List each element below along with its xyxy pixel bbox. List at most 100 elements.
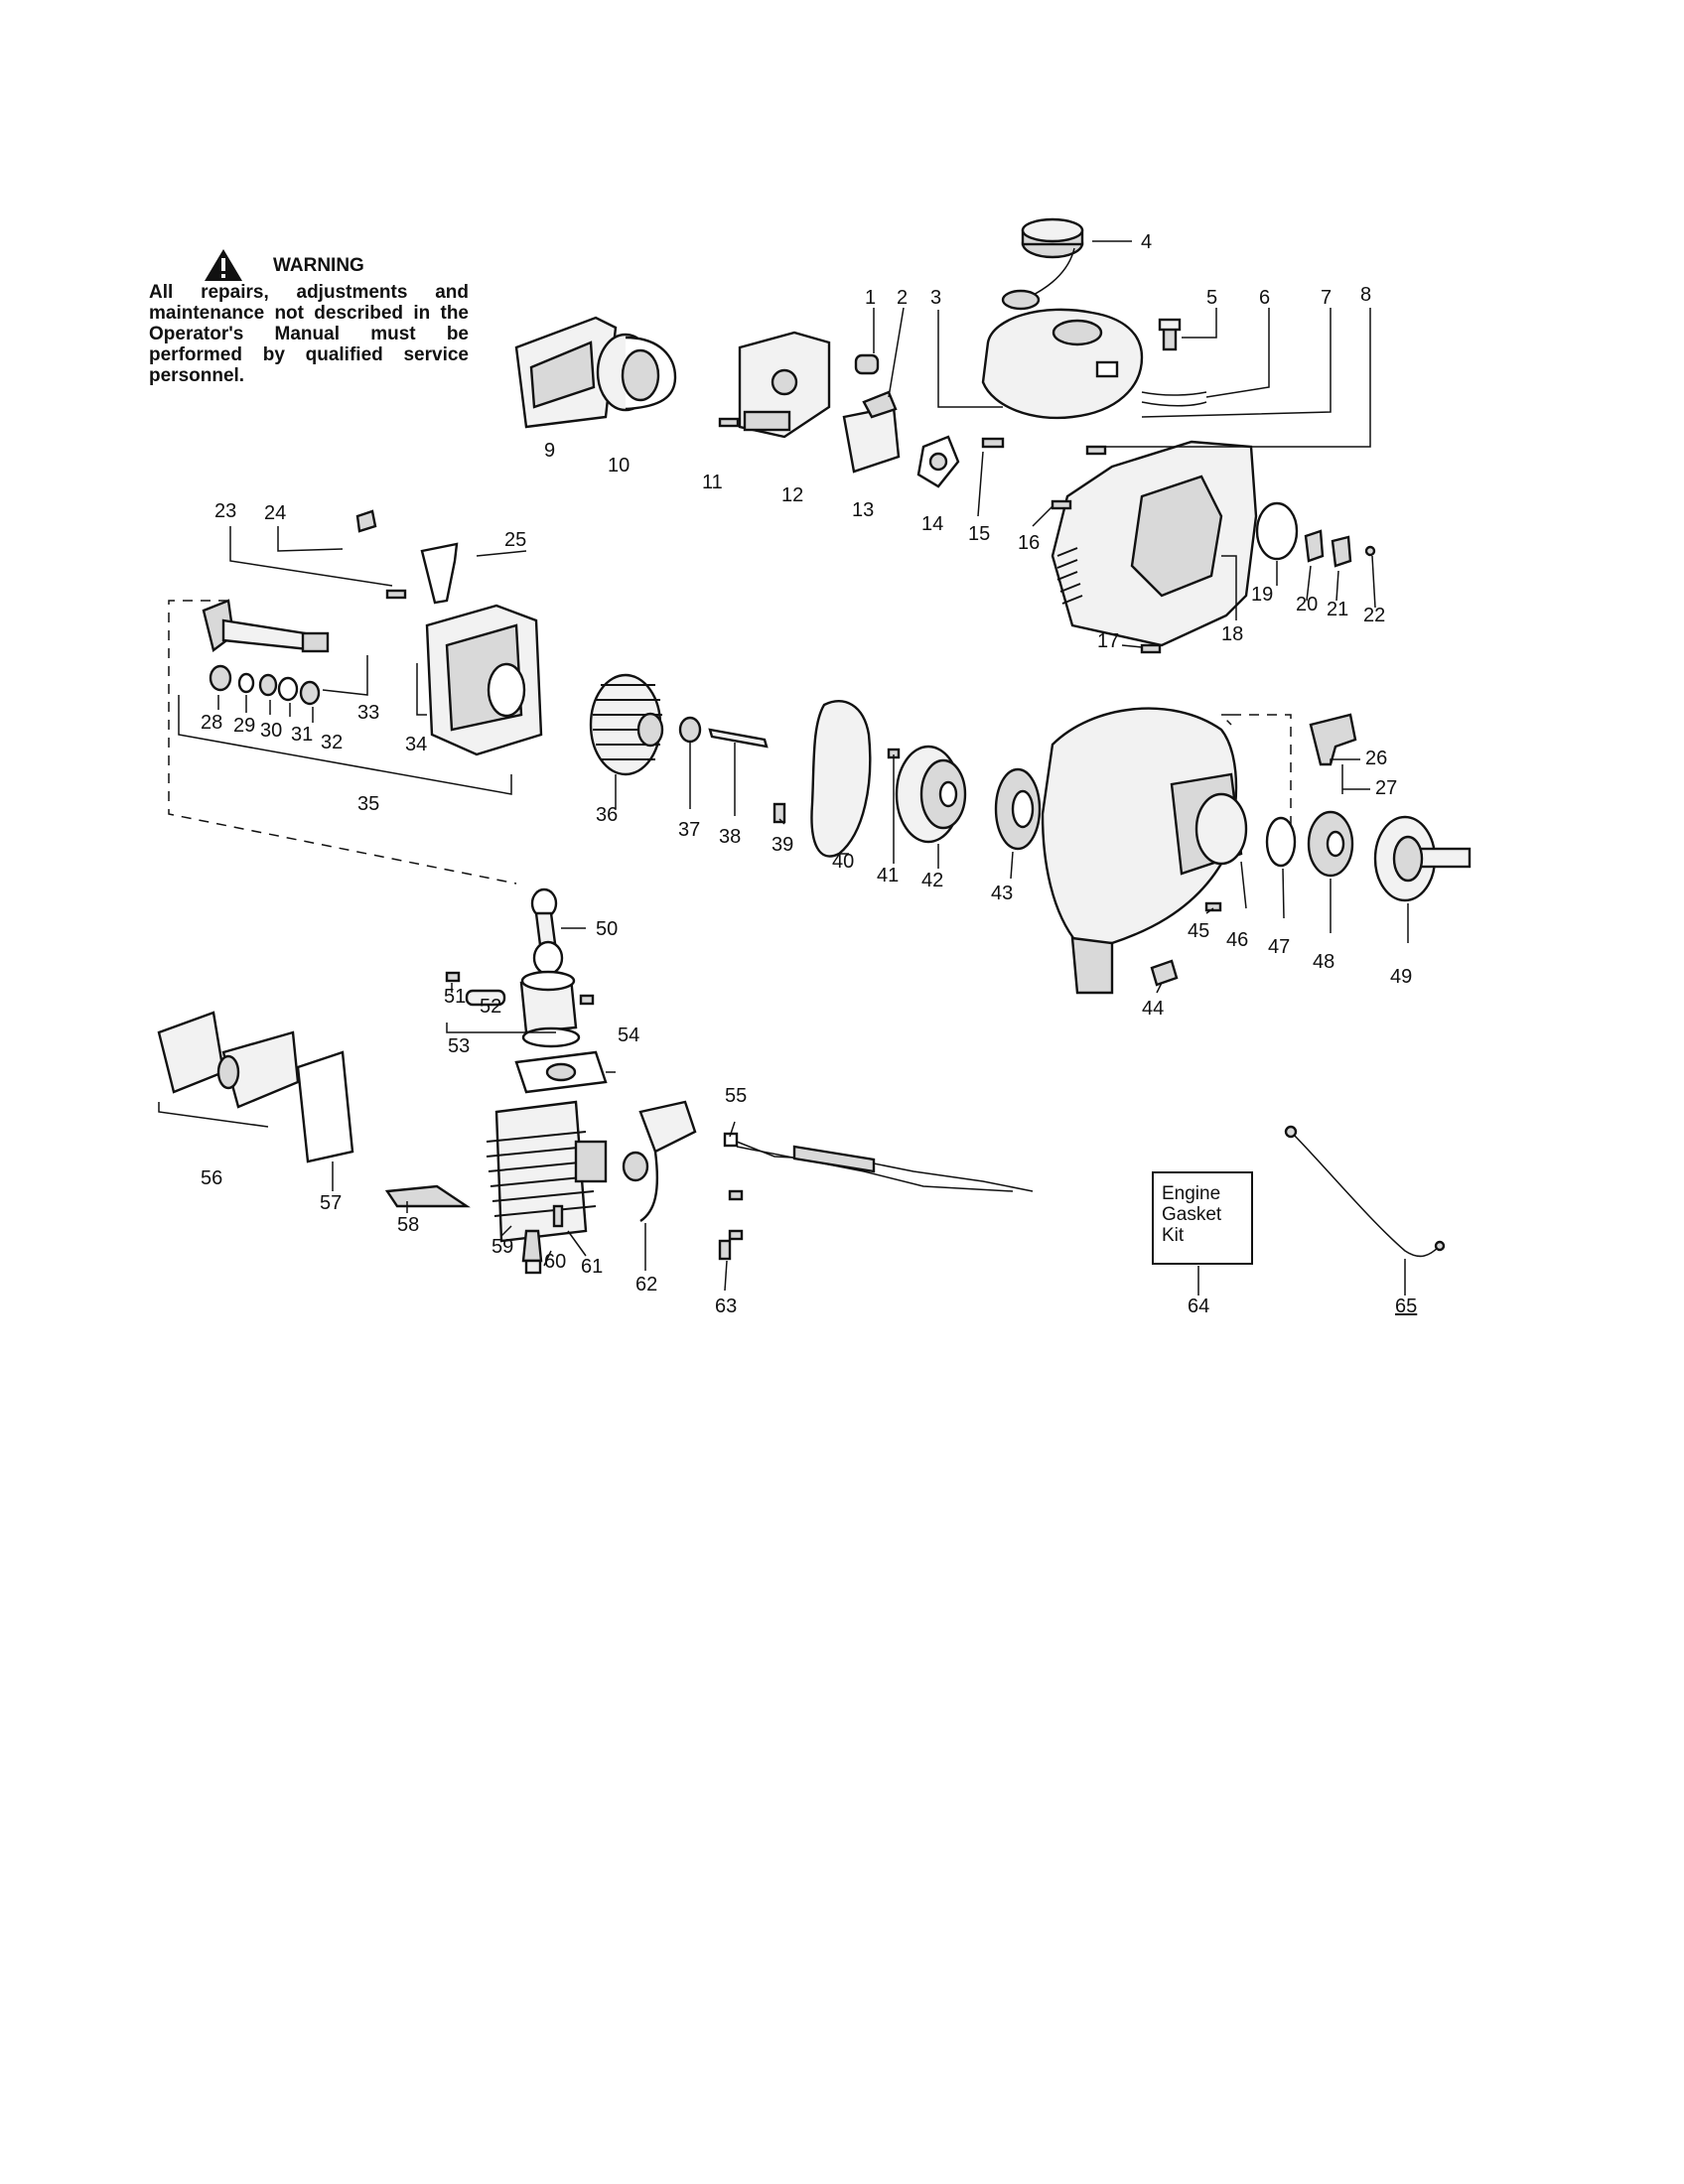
part-label-20: 20 (1296, 594, 1318, 615)
warning-heading: WARNING (273, 254, 364, 276)
part-label-8: 8 (1360, 284, 1371, 306)
part-label-48: 48 (1313, 951, 1334, 973)
throttle-cable-part (1284, 1125, 1446, 1258)
part-label-12: 12 (781, 484, 803, 506)
part-label-6: 6 (1259, 287, 1270, 309)
part-label-38: 38 (719, 826, 741, 848)
part-label-60: 60 (544, 1251, 566, 1273)
shroud-part (810, 700, 872, 858)
part-label-51: 51 (444, 986, 466, 1008)
flywheel-part (589, 673, 664, 776)
kit-box-line-2: Gasket (1162, 1204, 1222, 1225)
clutch-drum-part (1373, 815, 1472, 902)
bracket-part (420, 542, 459, 605)
drive-shaft-assembly-part (202, 599, 330, 653)
part-label-55: 55 (725, 1085, 747, 1107)
part-label-16: 16 (1018, 532, 1040, 554)
part-label-1: 1 (865, 287, 876, 309)
part-label-41: 41 (877, 865, 899, 887)
pulley-part (895, 745, 967, 844)
part-label-14: 14 (921, 513, 943, 535)
primer-bulb-part (854, 353, 880, 375)
part-label-22: 22 (1363, 605, 1385, 626)
part-label-23: 23 (214, 500, 236, 522)
part-label-10: 10 (608, 455, 630, 477)
part-label-4: 4 (1141, 231, 1152, 253)
part-label-54: 54 (618, 1024, 639, 1046)
part-label-5: 5 (1206, 287, 1217, 309)
part-label-63: 63 (715, 1296, 737, 1317)
pin-part (708, 728, 769, 749)
leader-lines (158, 240, 1409, 1296)
part-label-35: 35 (357, 793, 379, 815)
part-label-26: 26 (1365, 748, 1387, 769)
starter-housing-part (1041, 707, 1248, 995)
part-label-34: 34 (405, 734, 427, 755)
part-label-56: 56 (201, 1167, 222, 1189)
part-label-59: 59 (491, 1236, 513, 1258)
part-label-7: 7 (1321, 287, 1332, 309)
part-label-45: 45 (1188, 920, 1209, 942)
part-label-65: 65 (1395, 1296, 1417, 1317)
part-number-labels: 1 2 3 4 5 6 7 8 9 10 11 12 13 14 15 16 1… (201, 231, 1417, 1317)
fuel-filter-part (1158, 318, 1182, 351)
part-label-50: 50 (596, 918, 618, 940)
part-label-39: 39 (772, 834, 793, 856)
part-label-17: 17 (1097, 630, 1119, 652)
screw-parts (385, 417, 1222, 1261)
o-ring-part (1255, 501, 1299, 561)
warning-heading-row: WARNING (204, 248, 469, 282)
part-label-28: 28 (201, 712, 222, 734)
warning-triangle-icon (205, 249, 242, 281)
cylinder-part (486, 1100, 608, 1243)
warning-notice: WARNING All repairs, adjustments and mai… (149, 248, 469, 386)
part-label-37: 37 (678, 819, 700, 841)
part-label-24: 24 (264, 502, 286, 524)
muffler-gasket-part (296, 1050, 354, 1163)
part-label-42: 42 (921, 870, 943, 891)
part-label-33: 33 (357, 702, 379, 724)
part-label-32: 32 (321, 732, 343, 753)
part-label-27: 27 (1375, 777, 1397, 799)
fuel-tank-part (981, 308, 1207, 420)
part-label-25: 25 (504, 529, 526, 551)
spark-plug-part (521, 1229, 543, 1275)
part-label-21: 21 (1327, 599, 1348, 620)
part-label-47: 47 (1268, 936, 1290, 958)
part-label-29: 29 (233, 715, 255, 737)
ignition-module-part (622, 1100, 697, 1222)
part-label-31: 31 (291, 724, 313, 746)
starter-spring-part (994, 767, 1042, 851)
part-label-30: 30 (260, 720, 282, 742)
part-label-9: 9 (544, 440, 555, 462)
part-label-49: 49 (1390, 966, 1412, 988)
engine-housing-part (1051, 440, 1258, 647)
carburetor-part (842, 390, 901, 474)
primer-cap-part (1150, 959, 1179, 987)
part-label-62: 62 (635, 1274, 657, 1296)
washer-part (678, 716, 702, 744)
kit-box-line-1: Engine (1162, 1183, 1221, 1204)
part-label-57: 57 (320, 1192, 342, 1214)
air-filter-cover-part (514, 316, 618, 429)
cylinder-gasket-part (514, 1050, 608, 1094)
part-label-53: 53 (448, 1035, 470, 1057)
part-label-2: 2 (897, 287, 908, 309)
carburetor-body-part (738, 331, 831, 439)
bearing-set-part (209, 664, 321, 706)
piston-assembly-part (465, 970, 581, 1048)
dashed-grouping-lines (168, 600, 1292, 885)
part-label-36: 36 (596, 804, 618, 826)
spacer-part (355, 509, 377, 533)
part-label-43: 43 (991, 883, 1013, 904)
heat-shield-part (384, 1184, 471, 1208)
part-label-44: 44 (1142, 998, 1164, 1020)
part-label-11: 11 (702, 472, 723, 493)
clutch-washer-part (1265, 816, 1297, 868)
crankcase-part (425, 604, 543, 756)
part-label-64: 64 (1188, 1296, 1209, 1317)
part-label-61: 61 (581, 1256, 603, 1278)
muffler-part (157, 1011, 300, 1109)
